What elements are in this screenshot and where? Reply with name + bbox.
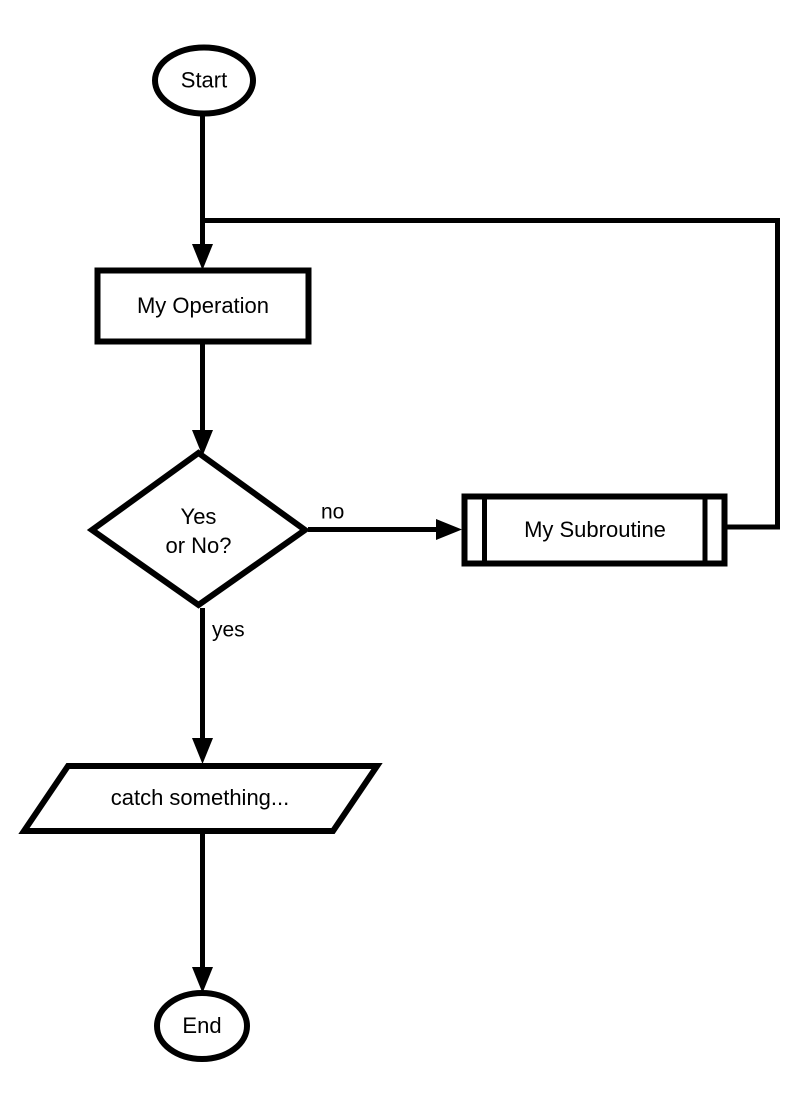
node-operation-label: My Operation	[137, 293, 269, 318]
node-end-label: End	[182, 1013, 221, 1038]
node-end[interactable]: End	[154, 990, 250, 1062]
node-subroutine-label: My Subroutine	[524, 517, 666, 542]
edge-operation-to-decision	[192, 342, 213, 456]
edge-subroutine-to-operation	[202, 218, 780, 530]
node-decision[interactable]: Yes or No?	[86, 449, 311, 609]
edge-label-no: no	[321, 501, 344, 524]
node-inputoutput[interactable]: catch something...	[18, 763, 383, 834]
node-start-label: Start	[181, 67, 227, 92]
node-decision-label-line1: Yes	[181, 504, 217, 529]
end-ellipse-shape	[154, 990, 250, 1062]
inputoutput-parallelogram-shape	[18, 763, 383, 834]
arrow-head-icon	[192, 430, 213, 456]
decision-diamond-shape	[86, 449, 311, 609]
node-operation[interactable]: My Operation	[94, 267, 312, 345]
subroutine-rect-shape	[461, 493, 728, 567]
operation-rect-shape	[94, 267, 312, 345]
arrow-head-icon	[436, 519, 462, 540]
edge-decision-to-subroutine	[308, 519, 462, 540]
node-start[interactable]: Start	[152, 44, 256, 117]
edge-decision-to-inputoutput	[192, 608, 213, 764]
edge-inputoutput-to-end	[192, 833, 213, 993]
edge-label-yes: yes	[212, 619, 245, 642]
arrow-head-icon	[192, 738, 213, 764]
arrow-head-icon	[192, 244, 213, 270]
node-inputoutput-label: catch something...	[111, 785, 290, 810]
start-ellipse-shape	[152, 44, 256, 117]
edge-start-to-operation	[192, 113, 213, 270]
edge-loop-line	[202, 218, 780, 530]
node-decision-label-line2: or No?	[165, 533, 231, 558]
node-subroutine[interactable]: My Subroutine	[461, 493, 728, 567]
arrow-head-icon	[192, 967, 213, 993]
